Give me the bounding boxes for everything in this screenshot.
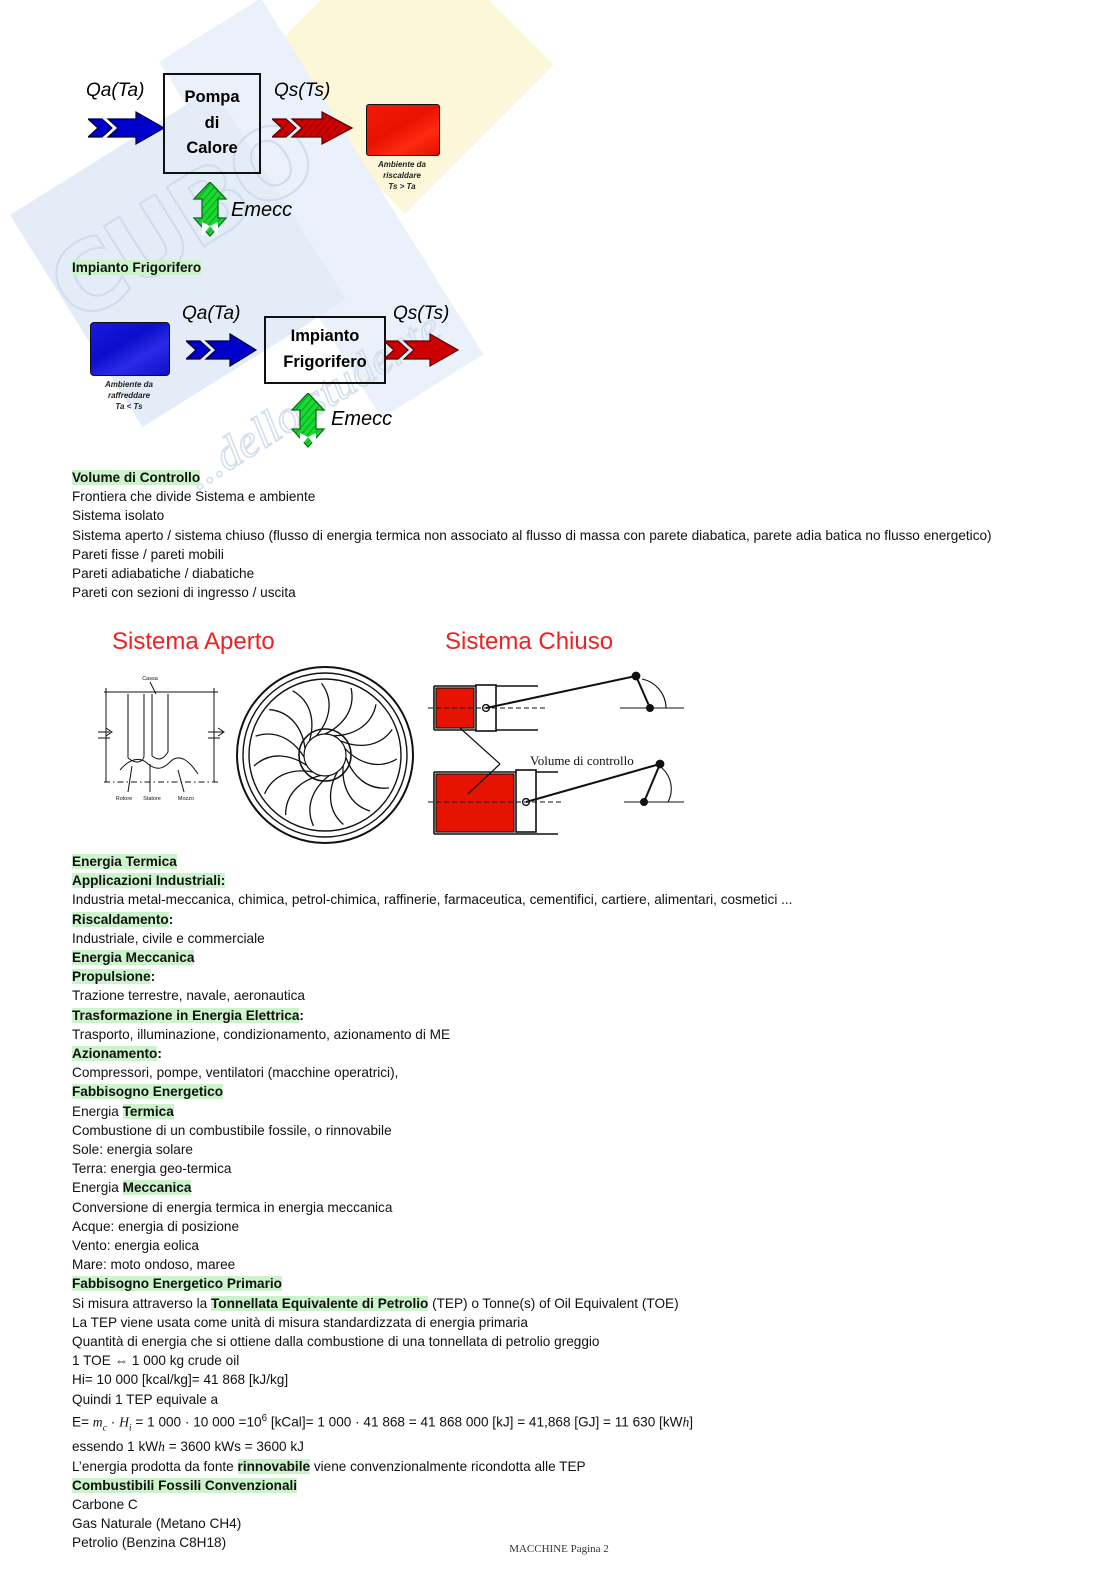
formula-italic-h: h: [682, 1414, 690, 1430]
heading-propulsione: Propulsione: [72, 969, 151, 985]
label-energia-prefix-2: Energia: [72, 1180, 123, 1196]
figure-title-open-system: Sistema Aperto: [112, 628, 275, 655]
volume-controllo-line-2: Sistema isolato: [72, 508, 165, 524]
heading-energia-termica: Energia Termica: [72, 854, 177, 869]
label-rotore: Rotore: [116, 796, 133, 802]
formula-heating-value-subscript: i: [128, 1422, 132, 1434]
primario-tep-highlight: Tonnellata Equivalente di Petrolio: [211, 1295, 429, 1311]
figure-label-volume-di-controllo: Volume di controllo: [530, 753, 634, 768]
refrigeration-box-line-1: Impianto: [290, 327, 360, 346]
closed-system-schematic: [428, 671, 684, 835]
fabbisogno-line-4: Conversione di energia termica in energi…: [72, 1199, 393, 1215]
heading-trasformazione-colon: :: [299, 1007, 304, 1023]
rinnovabile-highlight: rinnovabile: [237, 1458, 311, 1474]
formula-heating-value-symbol: H: [119, 1414, 129, 1430]
kwh-italic-h: h: [158, 1439, 165, 1455]
primario-line-6: essendo 1 kWh = 3600 kWs = 3600 kJ: [72, 1437, 1072, 1456]
fan-front-view: [236, 666, 414, 844]
combustibili-line-3: Petrolio (Benzina C8H18): [72, 1535, 227, 1551]
label-cassa: Cassa: [142, 676, 159, 682]
primario-line-7: L’energia prodotta da fonte rinnovabile …: [72, 1457, 1072, 1476]
heading-riscaldamento: Riscaldamento: [72, 911, 169, 927]
fabbisogno-line-5: Acque: energia di posizione: [72, 1218, 240, 1234]
text-azionamento: Compressori, pompe, ventilatori (macchin…: [72, 1065, 399, 1081]
kwh-suffix: = 3600 kWs = 3600 kJ: [164, 1439, 304, 1455]
combustibili-line-1: Carbone C: [72, 1496, 138, 1512]
heading-applicazioni-industriali: Applicazioni Industriali:: [72, 873, 226, 889]
heading-propulsione-colon: :: [150, 969, 156, 985]
volume-controllo-line-6: Pareti con sezioni di ingresso / uscita: [72, 585, 296, 601]
text-trasformazione: Trasporto, illuminazione, condizionament…: [72, 1026, 451, 1042]
formula-mass-symbol: m: [92, 1414, 103, 1430]
figure-title-closed-system: Sistema Chiuso: [445, 628, 614, 655]
cold-env-caption-line-1: Ambiente da: [104, 380, 153, 389]
heading-riscaldamento-colon: :: [168, 911, 174, 927]
fridge-work-label: Emecc: [331, 408, 393, 430]
formula-exponent: 6: [261, 1412, 268, 1424]
label-mozzo: Mozzo: [178, 796, 194, 802]
fridge-input-arrow: [186, 332, 258, 368]
primario-line-5: Quindi 1 TEP equivale a: [72, 1391, 219, 1407]
primario-line-1: La TEP viene usata come unità di misura …: [72, 1314, 528, 1330]
formula-lead: E=: [72, 1414, 93, 1430]
formula-rest-2: [kCal]= 1 000 · 41 868 = 41 868 000 [kJ]…: [267, 1414, 683, 1430]
volume-controllo-line-3: Sistema aperto / sistema chiuso (flusso …: [72, 527, 992, 543]
label-statore: Statore: [143, 796, 161, 802]
heading-fabbisogno-energetico: Fabbisogno Energetico: [72, 1084, 224, 1100]
heading-azionamento-colon: :: [157, 1046, 162, 1062]
formula-rest-3: ]: [689, 1414, 694, 1430]
fabbisogno-line-7: Mare: moto ondoso, maree: [72, 1257, 236, 1273]
cold-env-caption-line-3: Ta < Ts: [115, 401, 143, 411]
heading-trasformazione-energia-elettrica: Trasformazione in Energia Elettrica: [72, 1007, 300, 1023]
cold-env-caption-line-2: raffreddare: [107, 390, 151, 400]
label-energia-termica-hl: Termica: [122, 1103, 174, 1119]
cold-environment-box: [90, 322, 170, 376]
heading-combustibili-fossili: Combustibili Fossili Convenzionali: [72, 1477, 298, 1493]
refrigeration-box-line-2: Frigorifero: [283, 353, 367, 371]
open-system-schematic: Cassa Rotore Statore Mozzo: [98, 676, 225, 802]
label-energia-meccanica-hl: Meccanica: [122, 1180, 192, 1196]
heading-fabbisogno-energetico-primario: Fabbisogno Energetico Primario: [72, 1276, 282, 1292]
rinnovabile-suffix: viene convenzionalmente ricondotta alle …: [310, 1458, 586, 1474]
fabbisogno-line-1: Combustione di un combustibile fossile, …: [72, 1122, 392, 1138]
fridge-input-label: Qa(Ta): [182, 303, 241, 324]
text-applicazioni-industriali: Industria metal-meccanica, chimica, petr…: [72, 892, 793, 908]
text-propulsione: Trazione terrestre, navale, aeronautica: [72, 988, 305, 1004]
section-volume-di-controllo: Volume di Controllo Frontiera che divide…: [72, 468, 1092, 602]
heading-azionamento: Azionamento: [72, 1046, 158, 1062]
formula-mass-subscript: c: [102, 1422, 107, 1434]
diagram-refrigeration-plant: Ambiente da raffreddare Ta < Ts Qa(Ta) I…: [0, 0, 1118, 460]
fridge-output-label: Qs(Ts): [393, 303, 450, 324]
section-energia: Energia Termica Applicazioni Industriali…: [72, 852, 1072, 1553]
fridge-output-arrow: [384, 332, 460, 368]
volume-controllo-line-5: Pareti adiabatiche / diabatiche: [72, 566, 255, 582]
figure-open-closed-systems: Sistema Aperto Sistema Chiuso: [80, 628, 690, 850]
primario-formula-energy: E= mc · Hi = 1 000 · 10 000 =106 [kCal]=…: [72, 1409, 1072, 1437]
heading-energia-meccanica: Energia Meccanica: [72, 950, 195, 966]
fabbisogno-line-6: Vento: energia eolica: [72, 1238, 199, 1254]
combustibili-line-2: Gas Naturale (Metano CH4): [72, 1516, 242, 1532]
primario-tep-prefix: Si misura attraverso la: [72, 1295, 212, 1311]
volume-controllo-heading: Volume di Controllo: [72, 470, 201, 485]
formula-rest-1: = 1 000 · 10 000 =10: [131, 1414, 262, 1430]
rinnovabile-prefix: L’energia prodotta da fonte: [72, 1458, 238, 1474]
primario-line-2: Quantità di energia che si ottiene dalla…: [72, 1334, 600, 1350]
refrigeration-plant-box: Impianto Frigorifero: [264, 316, 386, 384]
formula-dot-1: ·: [106, 1414, 120, 1430]
fabbisogno-line-3: Terra: energia geo-termica: [72, 1161, 232, 1177]
primario-tep-suffix: (TEP) o Tonne(s) of Oil Equivalent (TOE): [428, 1295, 679, 1311]
volume-controllo-line-1: Frontiera che divide Sistema e ambiente: [72, 489, 316, 505]
fabbisogno-line-2: Sole: energia solare: [72, 1142, 193, 1158]
page-footer: MACCHINE Pagina 2: [509, 1543, 609, 1555]
fridge-work-arrow: [290, 393, 326, 448]
primario-line-4: Hi= 10 000 [kcal/kg]= 41 868 [kJ/kg]: [72, 1372, 289, 1388]
kwh-prefix: essendo 1 kW: [72, 1439, 159, 1455]
label-energia-prefix-1: Energia: [72, 1103, 123, 1119]
primario-line-3: 1 TOE ⇔ 1 000 kg crude oil: [72, 1353, 240, 1369]
cold-environment-caption: Ambiente da raffreddare Ta < Ts: [83, 380, 175, 412]
text-riscaldamento: Industriale, civile e commerciale: [72, 930, 265, 946]
volume-controllo-line-4: Pareti fisse / pareti mobili: [72, 546, 224, 562]
